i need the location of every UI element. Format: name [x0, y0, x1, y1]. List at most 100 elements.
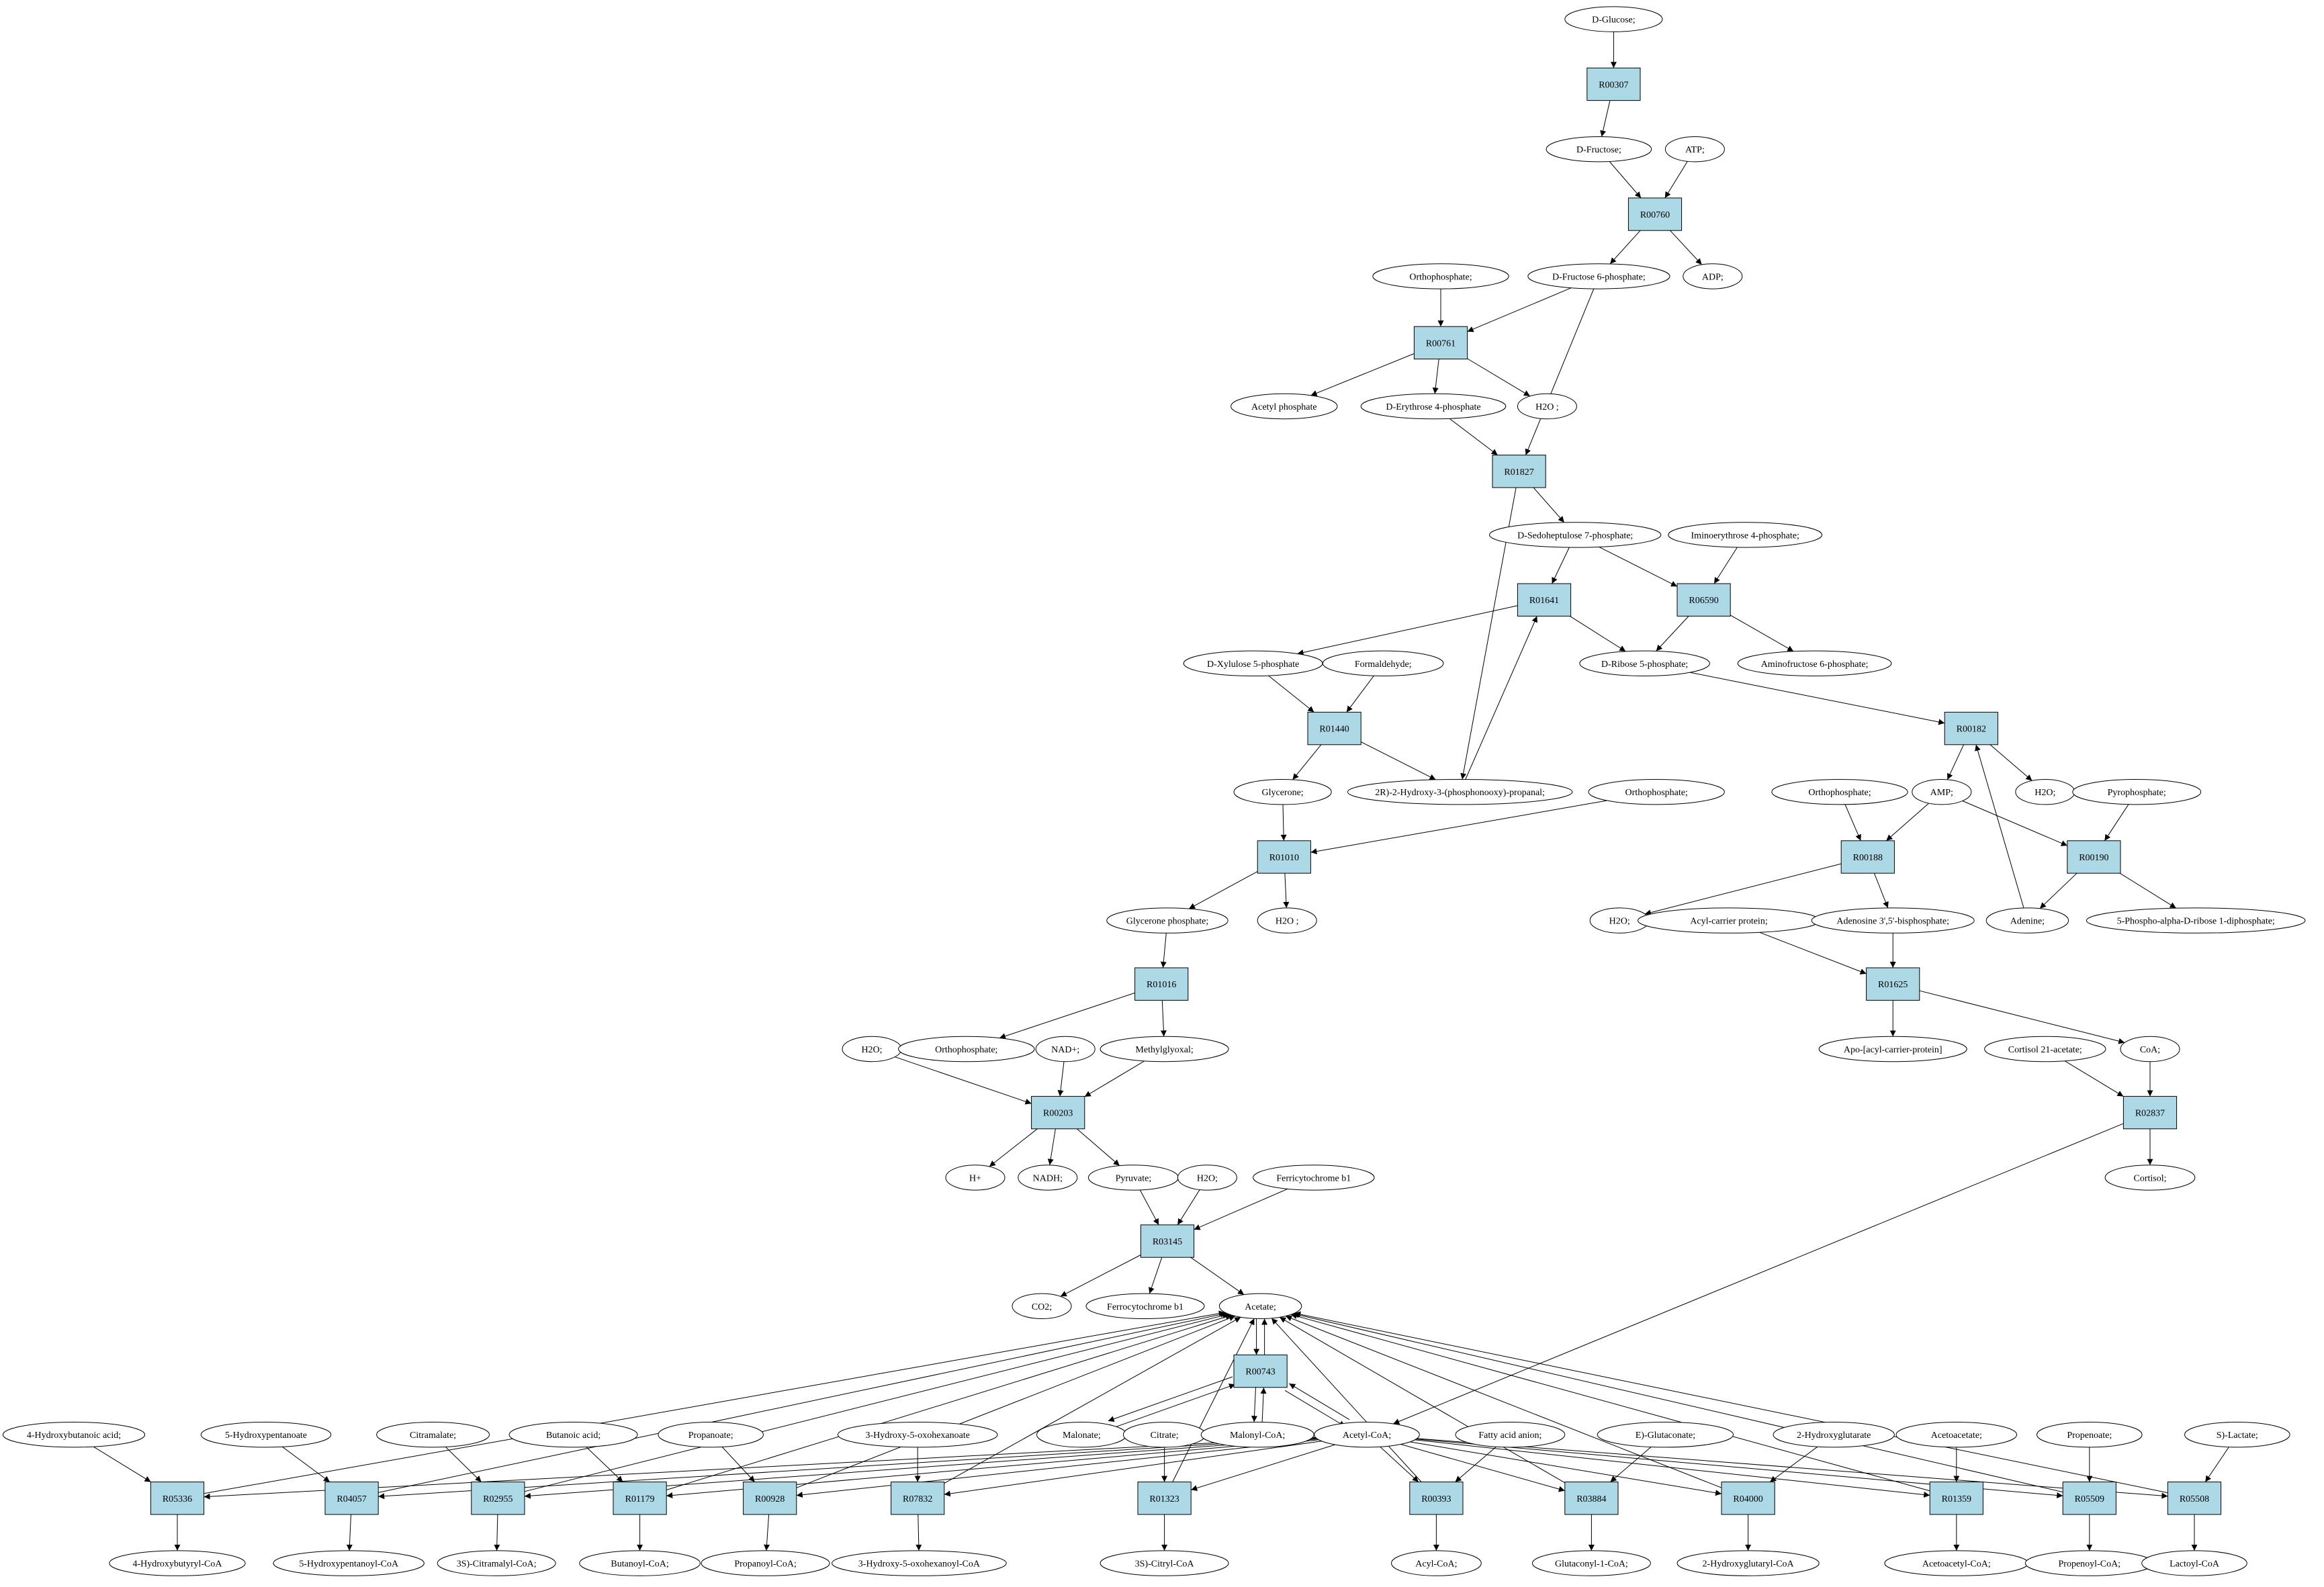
reaction-node-R06590[interactable]: R06590 — [1677, 583, 1731, 617]
compound-node-prpp[interactable]: 5-Phospho-alpha-D-ribose 1-diphosphate; — [2086, 907, 2306, 934]
compound-node-propenoylcoa[interactable]: Propenoyl-CoA; — [2024, 1550, 2154, 1576]
reaction-node-R01010[interactable]: R01010 — [1257, 840, 1311, 874]
compound-node-h2o_1[interactable]: H2O ; — [1517, 393, 1577, 420]
compound-node-hydroxypentanoate[interactable]: 5-Hydroxypentanoate — [200, 1422, 332, 1448]
compound-node-acylcoa[interactable]: Acyl-CoA; — [1391, 1550, 1482, 1576]
reaction-node-R00760[interactable]: R00760 — [1627, 197, 1683, 231]
compound-node-fructose[interactable]: D-Fructose; — [1546, 136, 1652, 163]
compound-node-fattyacid[interactable]: Fatty acid anion; — [1455, 1422, 1566, 1448]
compound-node-hydroxyoxohexanoylcoa[interactable]: 3-Hydroxy-5-oxohexanoyl-CoA — [832, 1550, 1007, 1576]
compound-node-acetate[interactable]: Acetate; — [1218, 1293, 1302, 1320]
reaction-node-R01359[interactable]: R01359 — [1929, 1482, 1983, 1515]
reaction-node-R00928[interactable]: R00928 — [743, 1482, 797, 1515]
compound-node-hplus[interactable]: H+ — [945, 1165, 1005, 1191]
compound-node-cortisolacetate[interactable]: Cortisol 21-acetate; — [1984, 1036, 2106, 1062]
compound-node-glycerone[interactable]: Glycerone; — [1233, 779, 1332, 805]
compound-node-hydroxyglutarate[interactable]: 2-Hydroxyglutarate — [1773, 1422, 1895, 1448]
reaction-node-R01641[interactable]: R01641 — [1517, 583, 1572, 617]
compound-node-hydroxybutanoic[interactable]: 4-Hydroxybutanoic acid; — [2, 1422, 146, 1448]
compound-node-adp[interactable]: ADP; — [1683, 263, 1743, 289]
reaction-node-R01179[interactable]: R01179 — [613, 1482, 667, 1515]
compound-node-acetoacetate[interactable]: Acetoacetate; — [1895, 1422, 2018, 1448]
reaction-node-R04000[interactable]: R04000 — [1721, 1482, 1775, 1515]
compound-node-glucose[interactable]: D-Glucose; — [1564, 6, 1663, 32]
compound-node-ferricytochrome[interactable]: Ferricytochrome b1 — [1253, 1165, 1375, 1191]
reaction-node-R01323[interactable]: R01323 — [1137, 1482, 1192, 1515]
compound-node-adenine[interactable]: Adenine; — [1985, 907, 2069, 934]
compound-node-methylglyoxal[interactable]: Methylglyoxal; — [1100, 1036, 1229, 1062]
compound-node-h2o_3[interactable]: H2O ; — [1257, 907, 1317, 934]
reaction-node-R00393[interactable]: R00393 — [1409, 1482, 1464, 1515]
compound-node-butanoic[interactable]: Butanoic acid; — [508, 1422, 638, 1448]
reaction-node-R00188[interactable]: R00188 — [1840, 840, 1895, 874]
compound-node-coa[interactable]: CoA; — [2120, 1036, 2180, 1062]
compound-node-apoacp[interactable]: Apo-[acyl-carrier-protein] — [1818, 1036, 1967, 1062]
reaction-node-R00203[interactable]: R00203 — [1031, 1095, 1085, 1130]
compound-node-malonate[interactable]: Malonate; — [1036, 1422, 1127, 1448]
compound-node-amp[interactable]: AMP; — [1912, 779, 1972, 805]
compound-node-acetylcoa[interactable]: Acetyl-CoA; — [1314, 1422, 1420, 1448]
compound-node-aminof6p[interactable]: Aminofructose 6-phosphate; — [1737, 650, 1892, 676]
reaction-node-R02955[interactable]: R02955 — [471, 1482, 525, 1515]
compound-node-glutaconate[interactable]: E)-Glutaconate; — [1597, 1422, 1734, 1448]
compound-node-ferrocytochrome[interactable]: Ferrocytochrome b1 — [1085, 1293, 1205, 1320]
reaction-node-R00190[interactable]: R00190 — [2067, 840, 2121, 874]
compound-node-x5p[interactable]: D-Xylulose 5-phosphate — [1183, 650, 1323, 676]
compound-node-acp[interactable]: Acyl-carrier protein; — [1638, 907, 1820, 934]
compound-node-propenoate[interactable]: Propenoate; — [2037, 1422, 2143, 1448]
compound-node-hydroxyoxohexanoate[interactable]: 3-Hydroxy-5-oxohexanoate — [837, 1422, 998, 1448]
compound-node-hydroxypentanoylcoa[interactable]: 5-Hydroxypentanoyl-CoA — [273, 1550, 424, 1576]
compound-node-e4p[interactable]: D-Erythrose 4-phosphate — [1360, 393, 1507, 420]
compound-node-orthophosphate4[interactable]: Orthophosphate; — [898, 1036, 1035, 1062]
compound-node-malonylcoa[interactable]: Malonyl-CoA; — [1200, 1422, 1314, 1448]
compound-node-orthophosphate3[interactable]: Orthophosphate; — [1771, 779, 1908, 805]
compound-node-propanoylcoa[interactable]: Propanoyl-CoA; — [701, 1550, 830, 1576]
compound-node-hydroxyglutarylcoa[interactable]: 2-Hydroxyglutaryl-CoA — [1677, 1550, 1820, 1576]
compound-node-h2o_2[interactable]: H2O; — [2015, 779, 2075, 805]
compound-node-cortisol[interactable]: Cortisol; — [2104, 1165, 2196, 1191]
reaction-node-R05509[interactable]: R05509 — [2062, 1482, 2116, 1515]
reaction-node-R01016[interactable]: R01016 — [1134, 967, 1189, 1001]
compound-node-iminoe4p[interactable]: Iminoerythrose 4-phosphate; — [1668, 522, 1823, 548]
reaction-node-R00307[interactable]: R00307 — [1586, 67, 1641, 101]
reaction-node-R00761[interactable]: R00761 — [1413, 326, 1468, 360]
compound-node-acetoacetylcoa[interactable]: Acetoacetyl-CoA; — [1884, 1550, 2029, 1576]
reaction-node-R01440[interactable]: R01440 — [1307, 711, 1361, 745]
compound-node-propanoate[interactable]: Propanoate; — [658, 1422, 764, 1448]
compound-node-f6p[interactable]: D-Fructose 6-phosphate; — [1527, 263, 1670, 289]
reaction-node-R00182[interactable]: R00182 — [1944, 711, 1998, 745]
reaction-node-R01625[interactable]: R01625 — [1866, 967, 1920, 1001]
compound-node-s7p[interactable]: D-Sedoheptulose 7-phosphate; — [1489, 522, 1662, 548]
compound-node-orthophosphate1[interactable]: Orthophosphate; — [1372, 263, 1509, 289]
compound-node-atp[interactable]: ATP; — [1664, 136, 1725, 163]
compound-node-formaldehyde[interactable]: Formaldehyde; — [1322, 650, 1444, 676]
compound-node-nadh[interactable]: NADH; — [1018, 1165, 1078, 1191]
compound-node-h2o_5[interactable]: H2O; — [842, 1036, 902, 1062]
compound-node-co2[interactable]: CO2; — [1012, 1293, 1072, 1320]
compound-node-h2o_6[interactable]: H2O; — [1177, 1165, 1237, 1191]
reaction-node-R03884[interactable]: R03884 — [1564, 1482, 1619, 1515]
compound-node-hydroxybutyrylcoa[interactable]: 4-Hydroxybutyryl-CoA — [109, 1550, 246, 1576]
reaction-node-R00743[interactable]: R00743 — [1233, 1354, 1288, 1388]
compound-node-slactate[interactable]: S)-Lactate; — [2184, 1422, 2290, 1448]
compound-node-butanoylcoa[interactable]: Butanoyl-CoA; — [579, 1550, 701, 1576]
compound-node-orthophosphate2[interactable]: Orthophosphate; — [1588, 779, 1725, 805]
compound-node-h2o_4[interactable]: H2O; — [1589, 907, 1650, 934]
reaction-node-R02837[interactable]: R02837 — [2122, 1095, 2178, 1130]
compound-node-hpp[interactable]: 2R)-2-Hydroxy-3-(phosphonooxy)-propanal; — [1347, 779, 1573, 805]
reaction-node-R04057[interactable]: R04057 — [324, 1482, 379, 1515]
reaction-node-R05336[interactable]: R05336 — [150, 1482, 205, 1515]
reaction-node-R07832[interactable]: R07832 — [891, 1482, 945, 1515]
compound-node-acetylphosphate[interactable]: Acetyl phosphate — [1231, 393, 1338, 420]
compound-node-pyrophosphate[interactable]: Pyrophosphate; — [2072, 779, 2202, 805]
compound-node-citramalate[interactable]: Citramalate; — [376, 1422, 490, 1448]
compound-node-lactoylcoa[interactable]: Lactoyl-CoA — [2141, 1550, 2247, 1576]
compound-node-dhap[interactable]: Glycerone phosphate; — [1106, 907, 1228, 934]
compound-node-r5p[interactable]: D-Ribose 5-phosphate; — [1579, 650, 1710, 676]
compound-node-citramalylcoa[interactable]: 3S)-Citramalyl-CoA; — [437, 1550, 556, 1576]
compound-node-citrate[interactable]: Citrate; — [1122, 1422, 1206, 1448]
reaction-node-R01827[interactable]: R01827 — [1492, 455, 1546, 488]
compound-node-pap[interactable]: Adenosine 3',5'-bisphosphate; — [1811, 907, 1975, 934]
compound-node-citrylcoa[interactable]: 3S)-Citryl-CoA — [1100, 1550, 1229, 1576]
compound-node-pyruvate[interactable]: Pyruvate; — [1088, 1165, 1179, 1191]
